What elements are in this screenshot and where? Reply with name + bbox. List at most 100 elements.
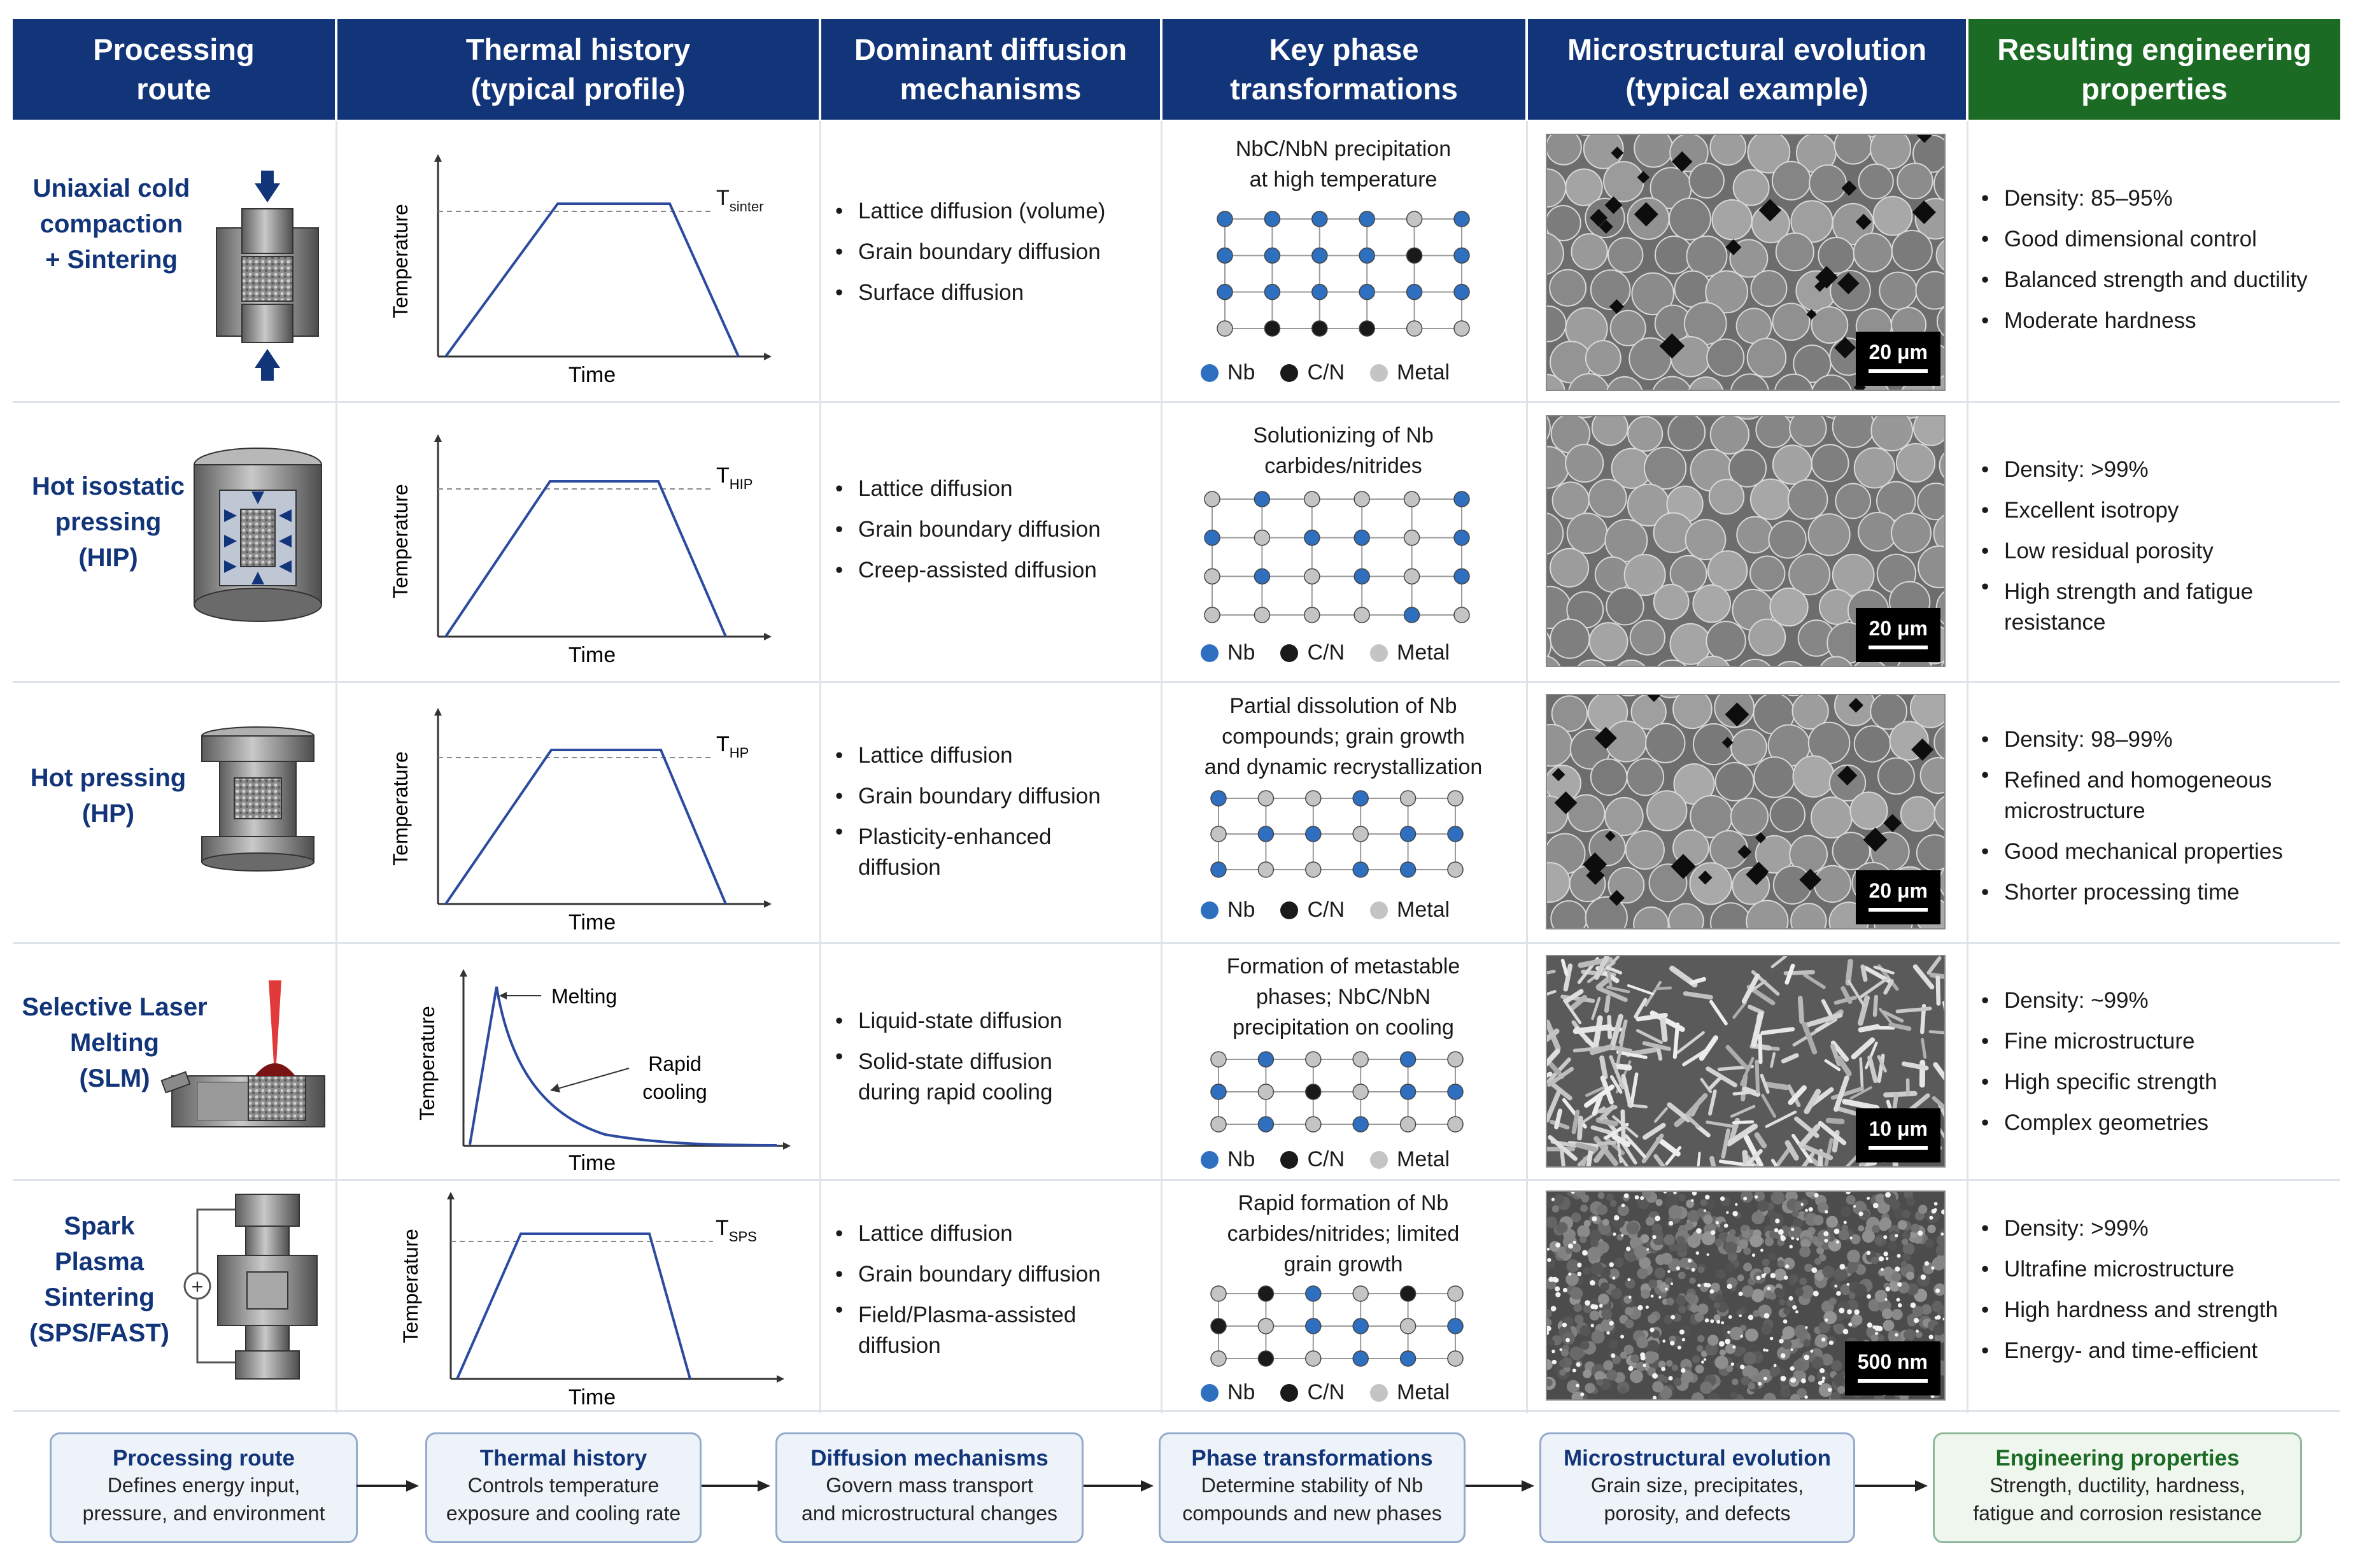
atom-nb (1453, 529, 1470, 546)
atomic-lattice (1210, 1285, 1464, 1367)
atom-metal (1447, 861, 1464, 878)
atom-metal (1305, 1051, 1322, 1068)
atom-metal (1204, 607, 1220, 623)
atom-metal (1257, 861, 1275, 878)
scale-bar: 10 μm (1856, 1108, 1940, 1162)
atom-metal (1305, 1350, 1322, 1367)
row-divider (13, 1410, 2340, 1412)
atom-nb (1352, 861, 1369, 878)
atom-nb (1264, 247, 1281, 264)
row-divider (13, 681, 2340, 683)
atom-nb (1352, 790, 1369, 807)
lattice-legend: Nb C/N Metal (1201, 1147, 1450, 1172)
atom-nb (1304, 529, 1320, 546)
atom-nb (1217, 211, 1233, 227)
atom-nb (1352, 1116, 1369, 1133)
atom-metal (1353, 607, 1370, 623)
atom-metal (1305, 861, 1322, 878)
atom-nb (1453, 568, 1470, 585)
atom-cn (1311, 320, 1328, 337)
thermal-history-plot: THP Time Temperature (389, 708, 772, 935)
atom-nb (1359, 211, 1375, 227)
atom-metal (1304, 568, 1320, 585)
atom-nb (1453, 247, 1470, 264)
atom-metal (1257, 1318, 1275, 1334)
atom-nb (1353, 529, 1370, 546)
column-divider (1967, 121, 1968, 1413)
atom-cn (1210, 1318, 1227, 1334)
atom-nb (1210, 1084, 1227, 1100)
mechanism-list: Liquid-state diffusion Solid-state diffu… (831, 1001, 1156, 1108)
header-microstructural-evolution: Microstructural evolution(typical exampl… (1528, 19, 1966, 120)
row-divider (13, 1179, 2340, 1181)
atomic-lattice (1210, 1051, 1464, 1133)
flow-arrow-icon (357, 1480, 419, 1492)
atom-metal (1453, 607, 1470, 623)
atom-cn (1264, 320, 1281, 337)
atom-metal (1204, 491, 1220, 507)
atom-nb (1305, 1285, 1322, 1302)
atom-nb (1311, 247, 1328, 264)
scale-bar: 20 μm (1856, 870, 1940, 924)
atom-nb (1254, 491, 1271, 507)
thermal-history-plot: TSPS Time Temperature (399, 1192, 784, 1409)
atom-metal (1210, 826, 1227, 842)
atom-metal (1304, 607, 1320, 623)
atom-cn (1305, 1084, 1322, 1100)
atom-nb (1399, 826, 1417, 842)
atom-metal (1352, 826, 1369, 842)
mechanism-list: Lattice diffusionGrain boundary diffusio… (831, 469, 1156, 591)
atom-metal (1204, 568, 1220, 585)
thermal-history-plot: Melting Rapid cooling Time Temperature (416, 969, 791, 1175)
atom-nb (1311, 283, 1328, 300)
atom-nb (1254, 568, 1271, 585)
atom-nb (1264, 211, 1281, 227)
svg-text:Time: Time (569, 1385, 616, 1409)
header-thermal-history: Thermal history(typical profile) (337, 19, 819, 120)
hot-press-icon (201, 726, 314, 872)
route-label: Hot pressing(HP) (30, 764, 187, 828)
atom-metal (1254, 529, 1271, 546)
atom-metal (1217, 320, 1233, 337)
scale-bar: 20 μm (1856, 608, 1940, 662)
svg-text:Time: Time (569, 643, 616, 667)
atom-metal (1210, 1116, 1227, 1133)
svg-text:Time: Time (569, 1151, 616, 1175)
lattice-legend: Nb C/N Metal (1201, 360, 1450, 385)
atom-metal (1403, 568, 1420, 585)
property-list: Density: >99%Ultrafine microstructureHig… (1977, 1208, 2340, 1371)
atom-nb (1257, 1051, 1275, 1068)
atom-metal (1254, 607, 1271, 623)
atom-nb (1257, 826, 1275, 842)
atom-metal (1399, 1116, 1417, 1133)
atom-nb (1305, 826, 1322, 842)
thermal-history-plot: Tsinter Time Temperature (389, 154, 772, 387)
atom-nb (1399, 1084, 1417, 1100)
micrograph-image: 10 μm (1546, 955, 1946, 1168)
row-divider (13, 401, 2340, 403)
svg-text:Temperature: Temperature (399, 1229, 422, 1343)
row-divider (13, 942, 2340, 944)
lattice-legend: Nb C/N Metal (1201, 640, 1450, 665)
atomic-lattice (1204, 491, 1470, 623)
scale-bar: 20 μm (1856, 332, 1940, 386)
atom-metal (1447, 1350, 1464, 1367)
atom-nb (1359, 247, 1375, 264)
atom-metal (1403, 491, 1420, 507)
atom-cn (1257, 1350, 1275, 1367)
atom-nb (1447, 1084, 1464, 1100)
column-divider (819, 121, 821, 1413)
atom-nb (1447, 826, 1464, 842)
svg-text:Temperature: Temperature (416, 1006, 439, 1120)
